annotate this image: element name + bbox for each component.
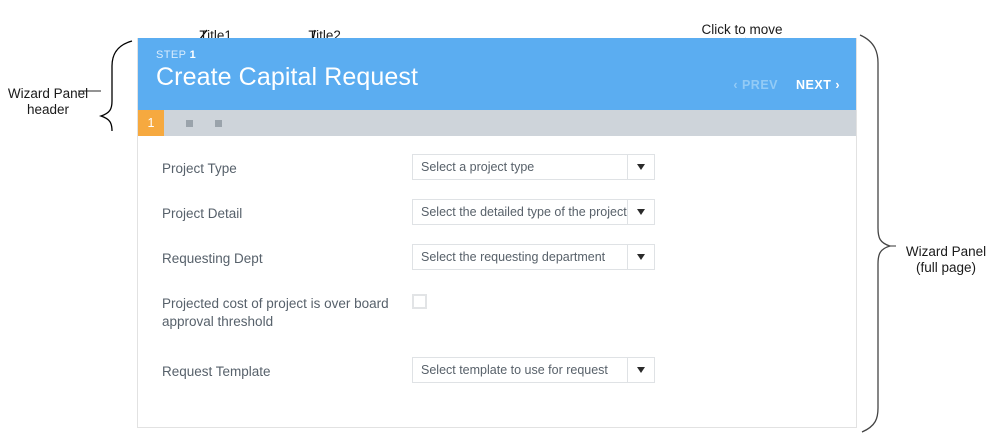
form-row-board-threshold: Projected cost of project is over board …	[138, 289, 856, 331]
chevron-down-icon[interactable]	[627, 200, 654, 224]
project-type-label: Project Type	[162, 161, 237, 176]
progress-step-current[interactable]: 1	[138, 110, 164, 136]
progress-bar[interactable]: 1	[138, 110, 856, 136]
request-template-select[interactable]: Select template to use for request	[412, 357, 655, 383]
next-button[interactable]: NEXT ›	[796, 78, 840, 92]
request-template-label: Request Template	[162, 364, 271, 379]
request-template-control: Select template to use for request	[412, 357, 655, 383]
project-detail-select-value: Select the detailed type of the project	[421, 205, 627, 219]
requesting-dept-select-value: Select the requesting department	[421, 250, 606, 264]
progress-step-3-dot[interactable]	[215, 119, 222, 127]
project-type-select-value: Select a project type	[421, 160, 535, 174]
wizard-panel: STEP 1 Create Capital Request ‹ PREV NEX…	[137, 38, 857, 428]
prev-button[interactable]: ‹ PREV	[733, 78, 779, 92]
step-contents: Project Type Select a project type Proje…	[138, 136, 856, 383]
form-row-requesting-dept: Requesting Dept Select the requesting de…	[138, 244, 856, 270]
form-row-project-type: Project Type Select a project type	[138, 154, 856, 180]
step-eyebrow-number: 1	[189, 49, 197, 61]
annotation-wizard-header: Wizard Panel header	[0, 70, 96, 118]
requesting-dept-label: Requesting Dept	[162, 251, 263, 266]
request-template-select-value: Select template to use for request	[421, 363, 608, 377]
board-threshold-checkbox[interactable]	[412, 294, 427, 309]
project-detail-control: Select the detailed type of the project	[412, 199, 655, 225]
project-type-select[interactable]: Select a project type	[412, 154, 655, 180]
page-title: Create Capital Request	[156, 63, 419, 91]
board-threshold-control	[412, 289, 427, 309]
chevron-down-icon[interactable]	[627, 155, 654, 179]
project-detail-select[interactable]: Select the detailed type of the project	[412, 199, 655, 225]
annotation-wizard-header-text: Wizard Panel header	[7, 86, 89, 117]
step-eyebrow-prefix: STEP	[156, 49, 187, 61]
wizard-nav-group: ‹ PREV NEXT ›	[733, 78, 840, 92]
annotation-wizard-full-page: Wizard Panel (full page)	[896, 228, 996, 276]
chevron-down-icon[interactable]	[627, 358, 654, 382]
board-threshold-label: Projected cost of project is over board …	[162, 296, 389, 329]
annotation-wizard-full-page-text: Wizard Panel (full page)	[905, 244, 987, 275]
chevron-down-icon[interactable]	[627, 245, 654, 269]
step-eyebrow: STEP 1	[156, 49, 856, 61]
requesting-dept-control: Select the requesting department	[412, 244, 655, 270]
form-row-project-detail: Project Detail Select the detailed type …	[138, 199, 856, 225]
project-type-control: Select a project type	[412, 154, 655, 180]
progress-step-2-dot[interactable]	[186, 119, 193, 127]
form-row-request-template: Request Template Select template to use …	[138, 357, 856, 383]
project-detail-label: Project Detail	[162, 206, 243, 221]
requesting-dept-select[interactable]: Select the requesting department	[412, 244, 655, 270]
wizard-panel-header: STEP 1 Create Capital Request ‹ PREV NEX…	[138, 38, 856, 110]
